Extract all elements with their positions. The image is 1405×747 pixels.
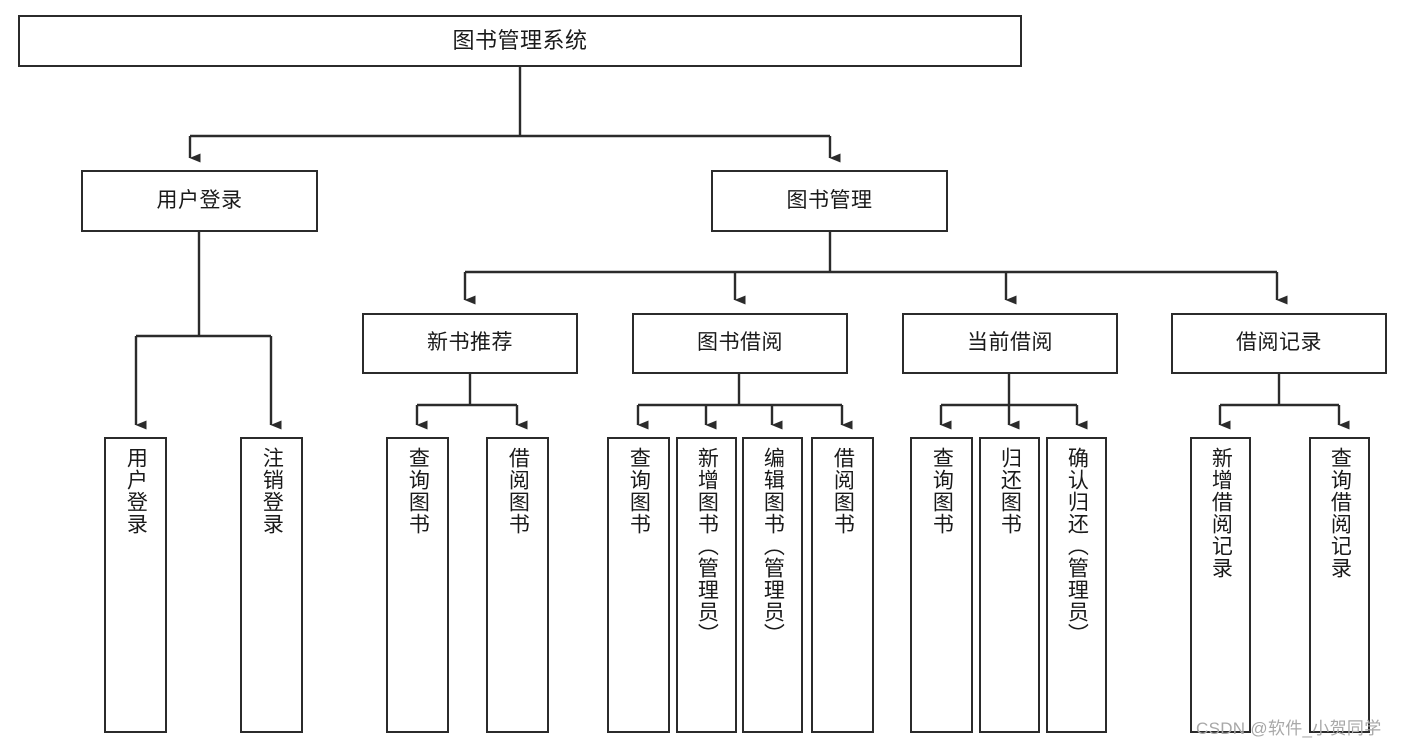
node-label: 图书管理系统 bbox=[452, 28, 588, 54]
leaf-borrow-edit-book-admin[interactable]: 编辑图书（管理员） bbox=[742, 437, 803, 733]
leaf-borrow-borrow-book[interactable]: 借阅图书 bbox=[811, 437, 874, 733]
leaf-logout-login[interactable]: 注销登录 bbox=[240, 437, 303, 733]
node-label: 借阅图书 bbox=[506, 447, 530, 535]
node-label: 图书管理 bbox=[786, 188, 873, 212]
leaf-borrow-add-book-admin[interactable]: 新增图书（管理员） bbox=[676, 437, 737, 733]
node-label: 确认归还（管理员） bbox=[1065, 447, 1089, 645]
node-label: 借阅图书 bbox=[831, 447, 855, 535]
edges-root-to-level2 bbox=[188, 67, 841, 163]
node-current-borrow[interactable]: 当前借阅 bbox=[902, 313, 1118, 374]
node-label: 新增借阅记录 bbox=[1209, 447, 1233, 579]
edges-recommend-to-leaves bbox=[415, 374, 528, 430]
leaf-record-query-borrow-record[interactable]: 查询借阅记录 bbox=[1309, 437, 1370, 733]
node-label: 用户登录 bbox=[124, 447, 148, 535]
node-label: 查询图书 bbox=[406, 447, 430, 535]
node-root-library-system[interactable]: 图书管理系统 bbox=[18, 15, 1022, 67]
node-label: 归还图书 bbox=[998, 447, 1022, 535]
edges-borrow-to-leaves bbox=[636, 374, 853, 430]
leaf-recommend-query-book[interactable]: 查询图书 bbox=[386, 437, 449, 733]
csdn-watermark: CSDN @软件_小贺同学 bbox=[1196, 719, 1382, 738]
leaf-record-add-borrow-record[interactable]: 新增借阅记录 bbox=[1190, 437, 1251, 733]
edges-bookmgmt-to-level3 bbox=[463, 232, 1288, 305]
node-label: 注销登录 bbox=[260, 447, 284, 535]
node-user-login[interactable]: 用户登录 bbox=[81, 170, 318, 232]
edges-current-to-leaves bbox=[939, 374, 1088, 430]
node-label: 新书推荐 bbox=[427, 331, 513, 355]
node-book-borrow[interactable]: 图书借阅 bbox=[632, 313, 848, 374]
node-label: 查询借阅记录 bbox=[1328, 447, 1352, 579]
leaf-current-confirm-return-admin[interactable]: 确认归还（管理员） bbox=[1046, 437, 1107, 733]
node-label: 当前借阅 bbox=[967, 331, 1053, 355]
edges-record-to-leaves bbox=[1218, 374, 1350, 430]
node-label: 图书借阅 bbox=[697, 331, 783, 355]
leaf-current-query-book[interactable]: 查询图书 bbox=[910, 437, 973, 733]
node-label: 用户登录 bbox=[156, 188, 243, 212]
node-book-management[interactable]: 图书管理 bbox=[711, 170, 948, 232]
node-label: 新增图书（管理员） bbox=[695, 447, 719, 645]
node-label: 查询图书 bbox=[930, 447, 954, 535]
node-borrow-record[interactable]: 借阅记录 bbox=[1171, 313, 1387, 374]
node-label: 查询图书 bbox=[627, 447, 651, 535]
leaf-user-login[interactable]: 用户登录 bbox=[104, 437, 167, 733]
leaf-borrow-query-book[interactable]: 查询图书 bbox=[607, 437, 670, 733]
node-new-book-recommend[interactable]: 新书推荐 bbox=[362, 313, 578, 374]
node-label: 编辑图书（管理员） bbox=[761, 447, 785, 645]
node-label: 借阅记录 bbox=[1236, 331, 1322, 355]
leaf-current-return-book[interactable]: 归还图书 bbox=[979, 437, 1040, 733]
edges-login-to-leaves bbox=[134, 232, 282, 430]
leaf-recommend-borrow-book[interactable]: 借阅图书 bbox=[486, 437, 549, 733]
